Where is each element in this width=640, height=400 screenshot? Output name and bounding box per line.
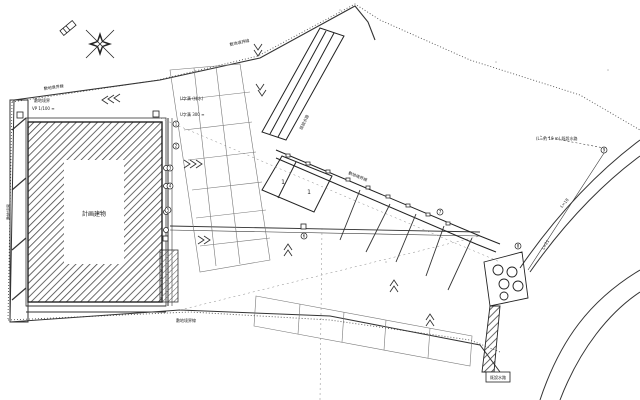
marker-label: 4: [169, 184, 172, 189]
parking-strip-top: [261, 27, 345, 141]
flow-arrows: [101, 43, 435, 327]
parking-grid-bottom: [253, 295, 473, 367]
svg-text:既設水路: 既設水路: [490, 374, 506, 380]
building-core: [64, 160, 124, 264]
ditch-road: [275, 149, 501, 253]
compass-rose-icon: [85, 29, 115, 59]
marker-label: 2: [175, 144, 178, 149]
label-right-a: L=18: [559, 197, 570, 209]
branch-drains: [339, 189, 473, 291]
label-site-tl: 敷地境界: [34, 97, 50, 103]
river-banks: [519, 139, 640, 400]
marker-label: 8: [517, 244, 520, 249]
marker-label: 3: [169, 166, 172, 171]
bottom-label-box: 既設水路: [485, 371, 511, 383]
retention-facility: [483, 251, 529, 307]
north-arrow-icon: [59, 19, 77, 37]
marker-label: 7: [439, 210, 442, 215]
marker-label: 6: [303, 234, 306, 239]
label-site-top: 敷地境界線: [229, 37, 250, 47]
lot-number: 1: [281, 179, 285, 186]
label-ditch-spec: U字溝 300 ≡: [180, 111, 204, 117]
label-right-b: L=21: [541, 238, 551, 250]
label-vp: VP 1/100 ≡: [32, 106, 55, 111]
label-site-left: 敷地境界: [5, 204, 11, 220]
label-right-note: (L=約 18 m) 既設水路: [536, 135, 578, 141]
parcel-outline: [13, 5, 376, 101]
parking-grid: [169, 63, 271, 273]
lot-number: 1: [307, 189, 311, 196]
marker-label: 1: [175, 122, 178, 127]
site-boundary: [11, 3, 640, 131]
marker-label: 9: [603, 148, 606, 153]
marker-circles: [164, 120, 608, 250]
lots-1: [261, 155, 333, 213]
label-u-ditch: U字溝 (排水): [180, 95, 204, 101]
marker-label: 5: [167, 208, 170, 213]
building-label: 計画建物: [82, 210, 106, 218]
label-site-mid: 敷地境界線: [43, 82, 64, 91]
label-site-bottom: 敷地境界線: [176, 317, 196, 323]
